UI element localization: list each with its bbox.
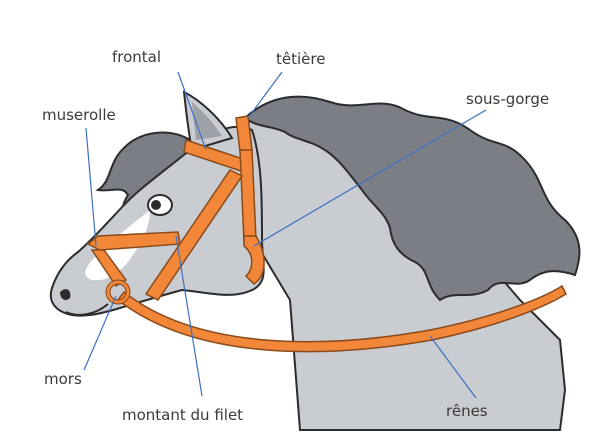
label-renes: rênes: [446, 404, 488, 419]
label-muserolle: muserolle: [42, 108, 116, 123]
label-sous-gorge: sous-gorge: [466, 92, 549, 107]
label-mors: mors: [44, 372, 82, 387]
leader-muserolle: [86, 128, 96, 246]
label-tetiere: têtière: [276, 52, 325, 67]
label-montant-du-filet: montant du filet: [122, 408, 243, 423]
label-frontal: frontal: [112, 50, 161, 65]
horse-pupil: [151, 200, 161, 210]
